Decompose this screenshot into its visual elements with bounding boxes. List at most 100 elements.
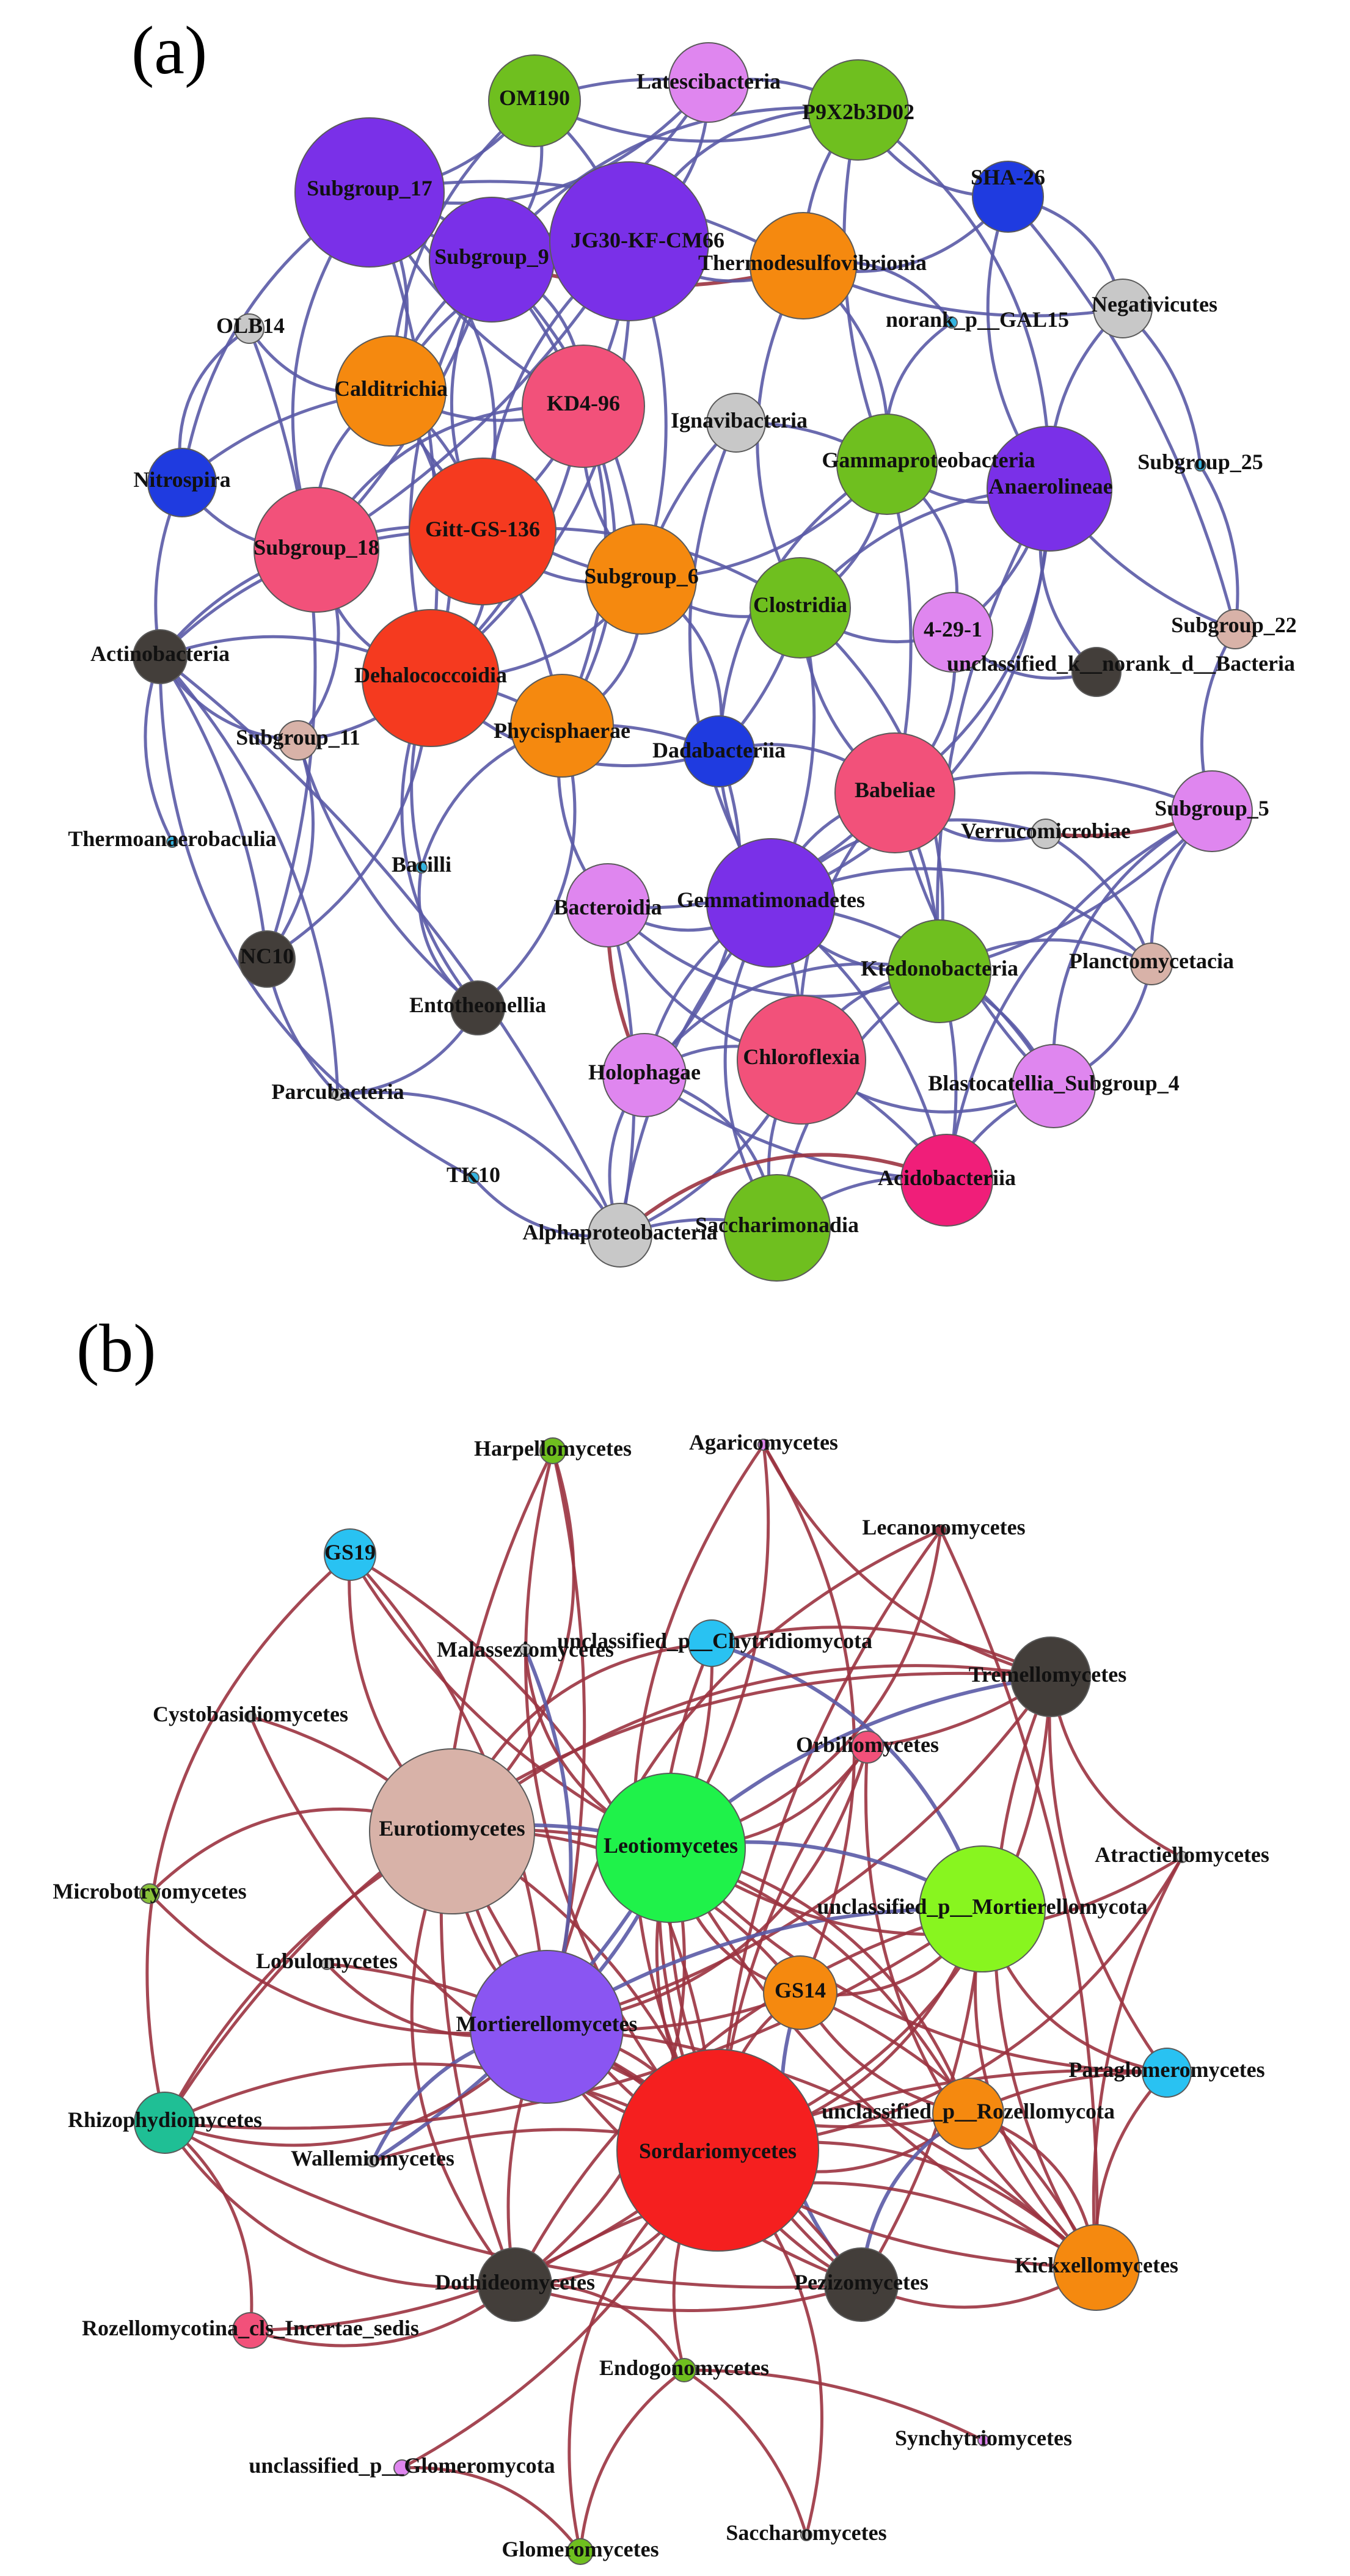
node-label-Kickxellomycetes: Kickxellomycetes — [1015, 2253, 1178, 2277]
edge-Lecanoromycetes-Kickxellomycetes — [939, 1529, 1099, 2268]
edge-unclassified_p__Glomeromycota-Glomeromycetes — [401, 2466, 582, 2553]
node-Chloroflexia — [737, 995, 866, 1125]
node-Mortierellomycetes — [470, 1950, 624, 2104]
node-unclassified_p__Rozellomycota — [932, 2078, 1004, 2150]
node-label-Bacteroidia: Bacteroidia — [553, 895, 662, 919]
node-label-Lobulomycetes: Lobulomycetes — [256, 1949, 398, 1973]
node-Glomeromycetes — [567, 2538, 594, 2565]
node-label-Tremellomycetes: Tremellomycetes — [969, 1662, 1127, 1687]
node-unclassified_p__Mortierellomycota — [919, 1845, 1046, 1972]
node-label-Planctomycetacia: Planctomycetacia — [1069, 949, 1234, 973]
node-Actinobacteria — [133, 629, 188, 684]
edge-Actinobacteria-TK10 — [158, 656, 475, 1180]
panel-b-edges — [145, 1443, 1184, 2553]
node-label-unclassified_p__Rozellomycota: unclassified_p__Rozellomycota — [822, 2099, 1115, 2123]
node-label-Actinobacteria: Actinobacteria — [90, 641, 230, 666]
node-JG30-KF-CM66 — [549, 161, 709, 321]
node-label-Ktedonobacteria: Ktedonobacteria — [861, 956, 1018, 980]
node-Parcubacteria — [332, 1089, 344, 1101]
node-label-unclassified_p__Glomeromycota: unclassified_p__Glomeromycota — [249, 2453, 555, 2478]
node-Gammaproteobacteria — [836, 414, 938, 515]
node-label-Dothideomycetes: Dothideomycetes — [435, 2270, 595, 2294]
node-Atractiellomycetes — [1176, 1851, 1188, 1863]
edge-Dothideomycetes-Rozellomycotina_cls_Incertae_sedis — [250, 2283, 516, 2348]
panel-a-label: (a) — [131, 13, 207, 89]
node-GS14 — [763, 1955, 837, 2030]
edge-Leotiomycetes-Paraglomeromycetes — [670, 1847, 1167, 2074]
node-Thermodesulfovibrionia — [750, 212, 857, 319]
node-Subgroup_22 — [1215, 609, 1255, 649]
node-label-Negativicutes: Negativicutes — [1092, 292, 1217, 316]
node-label-Babeliae: Babeliae — [855, 778, 935, 802]
node-label-Lecanoromycetes: Lecanoromycetes — [862, 1515, 1025, 1539]
edge-Eurotiomycetes-unclassified_p__Rozellomycota — [451, 1828, 970, 2115]
edge-Blastocatellia_Subgroup_4-Subgroup_5 — [1051, 809, 1213, 1087]
node-Planctomycetacia — [1130, 943, 1173, 985]
node-label-Rhizophydiomycetes: Rhizophydiomycetes — [68, 2107, 262, 2132]
edge-Subgroup_25-Subgroup_22 — [1199, 464, 1239, 630]
edge-P9X2b3D02-Anaerolineae — [857, 108, 1051, 489]
node-label-unclassified_p__Mortierellomycota: unclassified_p__Mortierellomycota — [817, 1894, 1147, 1919]
node-label-Chloroflexia: Chloroflexia — [743, 1045, 859, 1069]
node-OLB14 — [234, 313, 265, 344]
node-unclassified_p__Glomeromycota — [393, 2459, 410, 2476]
node-Dehalococcoidia — [362, 609, 500, 747]
node-label-unclassified_p__Chytridiomycota: unclassified_p__Chytridiomycota — [557, 1629, 872, 1653]
node-label-Calditrichia: Calditrichia — [334, 376, 448, 401]
edge-Ignavibacteria-Gemmatimonadetes — [688, 422, 773, 904]
node-Entotheonellia — [450, 980, 505, 1035]
node-Ktedonobacteria — [888, 919, 991, 1023]
node-label-Gemmatimonadetes: Gemmatimonadetes — [677, 888, 865, 912]
node-label-Gammaproteobacteria: Gammaproteobacteria — [822, 448, 1035, 472]
edge-Mortierellomycetes-Kickxellomycetes — [546, 2025, 1098, 2269]
edge-Rhizophydiomycetes-Dothideomycetes — [163, 2122, 516, 2290]
node-label-unclassified_k__norank_d__Bacteria: unclassified_k__norank_d__Bacteria — [947, 651, 1295, 676]
node-Subgroup_17 — [294, 117, 445, 268]
edge-GS19-Rhizophydiomycetes — [145, 1553, 351, 2123]
edge-Endogonomycetes-Glomeromycetes — [578, 2368, 685, 2552]
node-Rozellomycotina_cls_Incertae_sedis — [232, 2312, 269, 2349]
node-label-GS14: GS14 — [775, 1978, 826, 2002]
node-label-Holophagae: Holophagae — [588, 1060, 701, 1084]
node-label-OM190: OM190 — [499, 86, 570, 110]
node-Kickxellomycetes — [1053, 2224, 1140, 2311]
node-Calditrichia — [335, 335, 447, 447]
edge-Subgroup_9-Phycisphaerae — [491, 258, 607, 727]
edge-Dothideomycetes-Pezizomycetes — [514, 2283, 862, 2312]
node-label-Agaricomycetes: Agaricomycetes — [689, 1430, 838, 1454]
node-P9X2b3D02 — [808, 59, 909, 161]
edge-Eurotiomycetes-Pezizomycetes — [450, 1831, 862, 2286]
node-label-Thermoanaerobaculia: Thermoanaerobaculia — [68, 826, 276, 851]
node-label-Latescibacteria: Latescibacteria — [637, 69, 781, 93]
node-label-Subgroup_18: Subgroup_18 — [254, 535, 379, 560]
edge-Tremellomycetes-Rhizophydiomycetes — [163, 1671, 1051, 2124]
edge-SHA-26-Subgroup_22 — [1007, 195, 1237, 630]
node-label-Glomeromycetes: Glomeromycetes — [502, 2537, 659, 2561]
node-NC10 — [238, 930, 296, 988]
node-Anaerolineae — [987, 426, 1112, 552]
node-Leotiomycetes — [596, 1773, 746, 1923]
edge-Actinobacteria-Alphaproteobacteria — [159, 655, 622, 1236]
node-Clostridia — [750, 557, 851, 659]
edge-Acidobacteriia-Subgroup_5 — [945, 809, 1213, 1181]
node-label-Leotiomycetes: Leotiomycetes — [604, 1833, 738, 1858]
node-label-KD4-96: KD4-96 — [547, 391, 620, 415]
node-Gitt-GS-136 — [409, 458, 556, 605]
node-label-P9X2b3D02: P9X2b3D02 — [802, 100, 914, 124]
node-label-Saccharimonadia: Saccharimonadia — [695, 1213, 859, 1237]
edge-Orbiliomycetes-Kickxellomycetes — [864, 1746, 1098, 2269]
node-label-NC10: NC10 — [240, 944, 294, 968]
node-Verrucomicrobiae — [1031, 819, 1061, 849]
node-label-Parcubacteria: Parcubacteria — [271, 1079, 404, 1104]
node-Bacilli — [415, 861, 428, 874]
node-label-JG30-KF-CM66: JG30-KF-CM66 — [571, 228, 724, 252]
node-Synchytriomycetes — [977, 2434, 990, 2446]
edge-unclassified_p__Mortierellomycota-Dothideomycetes — [513, 1907, 983, 2286]
node-Sordariomycetes — [616, 2049, 819, 2252]
node-label-Microbotryomycetes: Microbotryomycetes — [53, 1879, 246, 1903]
edge-Anaerolineae-Gemmatimonadetes — [770, 488, 1051, 905]
node-label-Bacilli: Bacilli — [392, 852, 451, 877]
node-label-Atractiellomycetes: Atractiellomycetes — [1095, 1842, 1269, 1867]
node-Microbotryomycetes — [139, 1883, 160, 1904]
edge-Verrucomicrobiae-Planctomycetacia — [1045, 832, 1153, 965]
